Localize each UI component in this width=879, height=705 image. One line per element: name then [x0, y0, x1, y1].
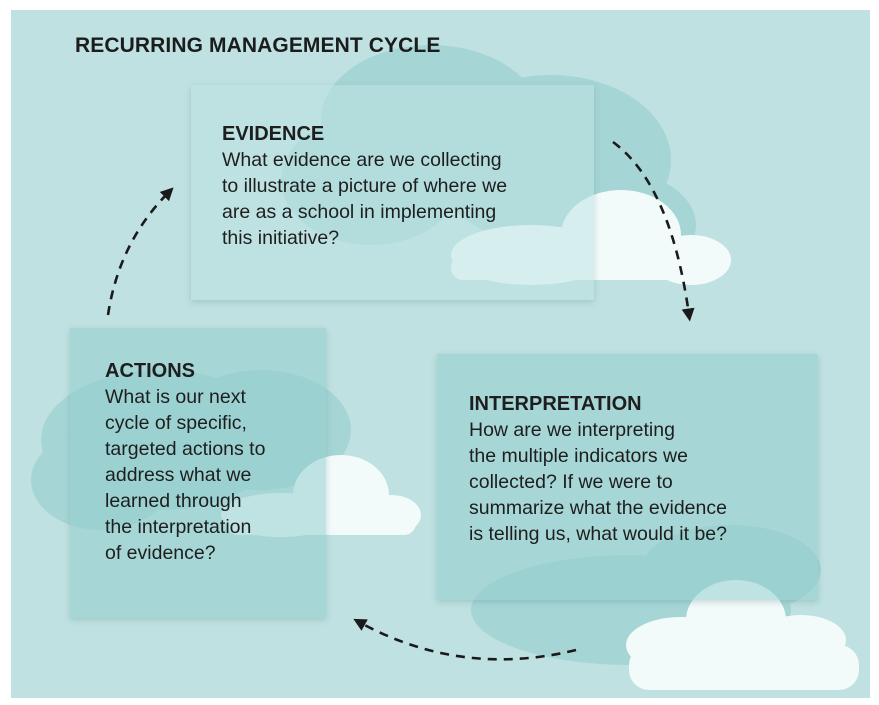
evidence-line-1: What evidence are we collecting: [222, 149, 502, 171]
arrow-interpretation-to-actions: [353, 618, 577, 661]
evidence-line-3: are as a school in implementing: [222, 201, 497, 223]
interpretation-heading: INTERPRETATION: [469, 393, 642, 415]
actions-line-6: the interpretation: [105, 516, 252, 538]
arrow-actions-to-evidence: [106, 187, 174, 316]
interpretation-line-2: the multiple indicators we: [469, 445, 688, 467]
actions-line-5: learned through: [105, 490, 242, 512]
arrow-evidence-to-interpretation: [612, 140, 695, 322]
evidence-line-2: to illustrate a picture of where we: [222, 175, 508, 197]
evidence-box: EVIDENCE What evidence are we collecting…: [191, 85, 594, 300]
actions-box: ACTIONS What is our next cycle of specif…: [70, 328, 326, 618]
interpretation-box: INTERPRETATION How are we interpreting t…: [437, 354, 818, 600]
white-cloud-3: [626, 580, 859, 690]
evidence-line-4: this initiative?: [222, 227, 340, 249]
interpretation-line-4: summarize what the evidence: [469, 497, 727, 519]
actions-line-4: address what we: [105, 464, 252, 486]
actions-line-3: targeted actions to: [105, 438, 266, 460]
actions-heading: ACTIONS: [105, 360, 195, 382]
cycle-arrows: [106, 140, 695, 661]
interpretation-line-1: How are we interpreting: [469, 419, 675, 441]
interpretation-line-5: is telling us, what would it be?: [469, 523, 727, 545]
actions-line-7: of evidence?: [105, 542, 216, 564]
evidence-heading: EVIDENCE: [222, 123, 325, 145]
diagram-canvas: RECURRING MANAGEMENT CYCLE EVIDENCE What…: [11, 10, 870, 698]
actions-line-1: What is our next: [105, 386, 246, 408]
actions-line-2: cycle of specific,: [105, 412, 247, 434]
page-title: RECURRING MANAGEMENT CYCLE: [75, 34, 441, 57]
interpretation-line-3: collected? If we were to: [469, 471, 673, 493]
